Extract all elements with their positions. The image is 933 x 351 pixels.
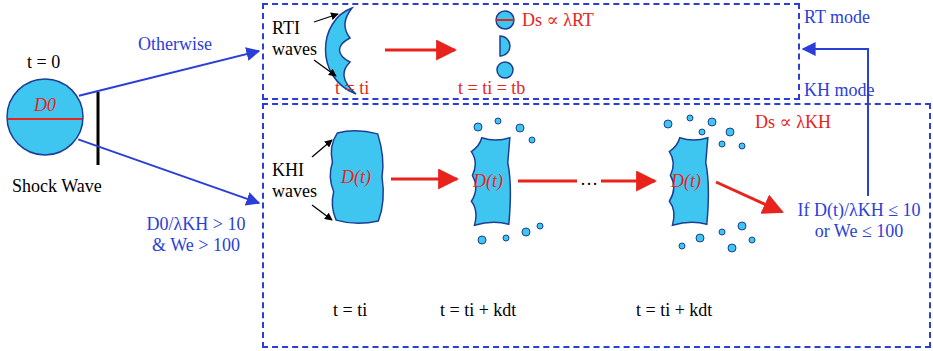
khi-waves-label: KHI waves [272,160,318,201]
time-label: t = ti = tb [458,78,525,99]
size-label: D(t) [473,171,503,192]
stripping-drop: D(t) [462,135,514,227]
size-label: D(t) [671,171,701,192]
return-line [867,104,869,196]
branch-arrow [79,51,259,96]
droplet-circle: D0 [5,77,85,157]
region-heading: RT mode [804,7,870,28]
time-label: t = 0 [27,52,60,73]
kh-red-arrow [716,182,782,212]
fragment-size-label: Ds ∝ λKH [755,112,831,133]
khi-leader [312,140,332,157]
droplet-circle-outline [5,77,85,157]
deformed-drop: D(t) [325,128,387,226]
stripping-drop: D(t) [660,135,712,227]
time-label: t = ti + kdt [440,300,516,321]
rt-red-arrow [385,49,455,52]
fragment-size-label: Ds ∝ λRT [522,10,594,31]
region-heading: KH mode [804,80,875,101]
size-label: D(t) [341,167,371,188]
rti-waves-label: RTI waves [272,18,316,59]
kh-droplets [474,115,755,252]
size-label: D0 [34,95,56,116]
shock-wave-line [97,92,100,165]
rti-leader [314,60,336,76]
khi-leader [312,205,332,220]
rti-leader [314,14,338,22]
shock-wave-label: Shock Wave [12,176,102,197]
progress-arrow [391,178,457,181]
transition-condition: If D(t)/λKH ≤ 10 or We ≤ 100 [790,200,928,241]
rt-fragment [500,36,510,56]
rt-fragment [496,11,514,29]
rt-fragment-diameter [496,19,514,21]
time-label: t = ti + kdt [636,300,712,321]
rt-fragment [497,62,513,78]
edge-label: D0/λKH > 10 & We > 100 [140,214,252,255]
time-label: t = ti [335,78,369,99]
edge-label: … [577,170,601,188]
edge-label: Otherwise [138,34,212,55]
branch-arrow [78,139,259,203]
time-label: t = ti [333,300,367,321]
